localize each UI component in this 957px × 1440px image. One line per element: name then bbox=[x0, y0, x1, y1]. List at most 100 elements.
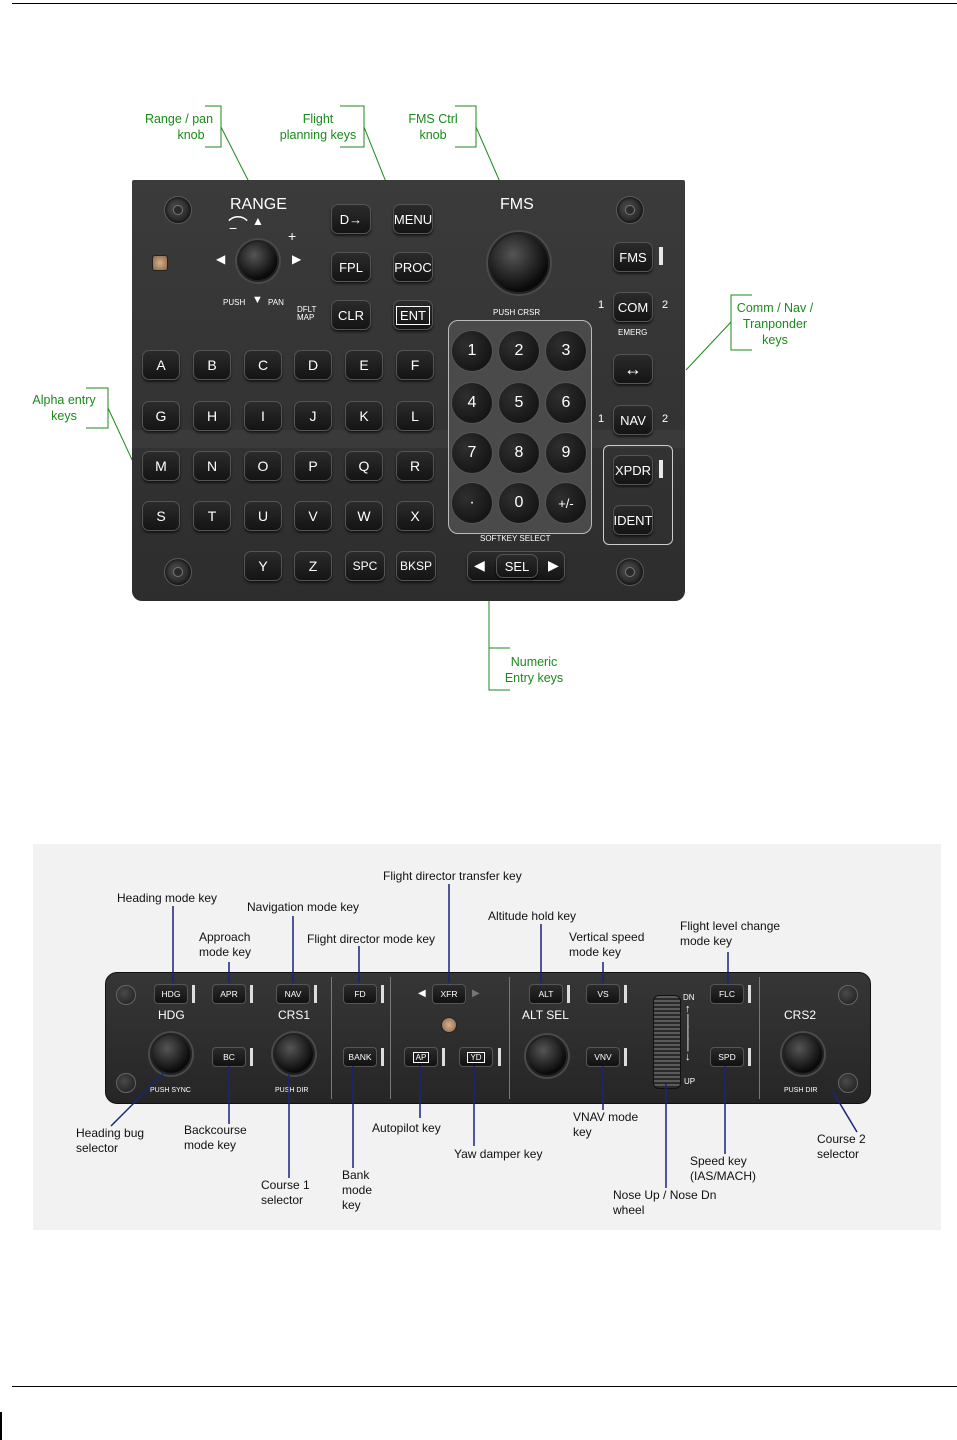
separator bbox=[390, 977, 391, 1099]
bank-mode-button[interactable]: BANK bbox=[343, 1047, 377, 1067]
direct-to-button[interactable]: D→ bbox=[331, 204, 371, 234]
alpha-key-w[interactable]: W bbox=[345, 501, 383, 531]
numeric-key-7[interactable]: 7 bbox=[451, 432, 493, 474]
alpha-key-m[interactable]: M bbox=[142, 451, 180, 481]
numeric-key-1[interactable]: 1 bbox=[451, 330, 493, 372]
vnv-mode-button[interactable]: VNV bbox=[586, 1047, 620, 1067]
clr-button[interactable]: CLR bbox=[331, 300, 371, 330]
alpha-key-n[interactable]: N bbox=[193, 451, 231, 481]
alpha-key-u[interactable]: U bbox=[244, 501, 282, 531]
frequency-swap-button[interactable]: ↔ bbox=[613, 354, 653, 384]
nav-1-label: 1 bbox=[598, 413, 605, 425]
alpha-key-s[interactable]: S bbox=[142, 501, 180, 531]
panel-screw bbox=[116, 985, 136, 1005]
hdg-title: HDG bbox=[158, 1008, 185, 1022]
alpha-key-g[interactable]: G bbox=[142, 401, 180, 431]
alpha-key-f[interactable]: F bbox=[396, 350, 434, 380]
push-dir-label-2: PUSH DIR bbox=[784, 1087, 818, 1094]
xpdr-button[interactable]: XPDR bbox=[613, 455, 653, 485]
numeric-key-decimal[interactable]: · bbox=[451, 482, 493, 524]
autopilot-controller-figure: HDG CRS1 ALT SEL CRS2 PUSH SYNC PUSH DIR… bbox=[33, 844, 941, 1230]
alpha-key-y[interactable]: Y bbox=[244, 551, 282, 581]
menu-button[interactable]: MENU bbox=[393, 204, 433, 234]
vs-mode-button[interactable]: VS bbox=[586, 984, 620, 1004]
numeric-key-6[interactable]: 6 bbox=[545, 382, 587, 424]
course-2-selector-knob[interactable] bbox=[782, 1033, 824, 1075]
heading-bug-selector-knob[interactable] bbox=[150, 1033, 192, 1075]
numeric-key-4[interactable]: 4 bbox=[451, 382, 493, 424]
push-crsr-label: PUSH CRSR bbox=[493, 308, 541, 317]
flc-mode-button[interactable]: FLC bbox=[710, 984, 744, 1004]
range-up-arrow-icon: ▲ bbox=[252, 214, 264, 228]
bc-mode-button[interactable]: BC bbox=[212, 1047, 246, 1067]
label-yaw-damper-key: Yaw damper key bbox=[454, 1147, 543, 1161]
alt-hold-button[interactable]: ALT bbox=[529, 984, 563, 1004]
label-heading-mode-key: Heading mode key bbox=[117, 891, 218, 905]
sel-button[interactable]: SEL bbox=[496, 554, 538, 578]
alpha-key-h[interactable]: H bbox=[193, 401, 231, 431]
xfr-left-arrow-icon: ◀ bbox=[418, 988, 426, 999]
proc-button[interactable]: PROC bbox=[393, 252, 433, 282]
xfr-button[interactable]: XFR bbox=[432, 984, 466, 1004]
label-fd-transfer-key: Flight director transfer key bbox=[383, 869, 522, 883]
range-pan-knob[interactable] bbox=[237, 240, 279, 282]
alpha-key-e[interactable]: E bbox=[345, 350, 383, 380]
alpha-key-j[interactable]: J bbox=[294, 401, 332, 431]
numeric-key-plus-minus[interactable]: +/- bbox=[545, 482, 587, 524]
alpha-key-z[interactable]: Z bbox=[294, 551, 332, 581]
ap-button[interactable]: AP bbox=[404, 1047, 438, 1067]
alpha-key-b[interactable]: B bbox=[193, 350, 231, 380]
alpha-key-k[interactable]: K bbox=[345, 401, 383, 431]
fpl-button[interactable]: FPL bbox=[331, 252, 371, 282]
com-1-label: 1 bbox=[598, 299, 605, 311]
altitude-select-knob[interactable] bbox=[526, 1035, 568, 1077]
alpha-key-a[interactable]: A bbox=[142, 350, 180, 380]
bksp-button[interactable]: BKSP bbox=[396, 551, 436, 581]
crs1-title: CRS1 bbox=[278, 1008, 311, 1022]
apr-mode-button[interactable]: APR bbox=[212, 984, 246, 1004]
numeric-key-3[interactable]: 3 bbox=[545, 330, 587, 372]
softkey-right-arrow-icon[interactable]: ▶ bbox=[548, 557, 559, 573]
alpha-key-r[interactable]: R bbox=[396, 451, 434, 481]
alpha-key-l[interactable]: L bbox=[396, 401, 434, 431]
alpha-key-o[interactable]: O bbox=[244, 451, 282, 481]
course-1-selector-knob[interactable] bbox=[273, 1033, 315, 1075]
yd-button[interactable]: YD bbox=[459, 1047, 493, 1067]
pan-label: PAN bbox=[268, 298, 284, 307]
page-edge-bar bbox=[0, 1412, 2, 1440]
numeric-key-5[interactable]: 5 bbox=[498, 382, 540, 424]
softkey-left-arrow-icon[interactable]: ◀ bbox=[474, 557, 485, 573]
fms-control-knob[interactable] bbox=[488, 232, 550, 294]
fms-button[interactable]: FMS bbox=[613, 242, 653, 272]
alpha-key-d[interactable]: D bbox=[294, 350, 332, 380]
spc-button[interactable]: SPC bbox=[345, 551, 385, 581]
indicator-bar bbox=[250, 985, 253, 1003]
indicator-bar bbox=[498, 1048, 501, 1066]
fd-mode-button[interactable]: FD bbox=[343, 984, 377, 1004]
spd-mode-button[interactable]: SPD bbox=[710, 1047, 744, 1067]
separator bbox=[331, 977, 332, 1099]
alpha-key-c[interactable]: C bbox=[244, 350, 282, 380]
alpha-key-p[interactable]: P bbox=[294, 451, 332, 481]
indicator-bar bbox=[567, 985, 570, 1003]
ident-button[interactable]: IDENT bbox=[613, 505, 653, 535]
numeric-key-9[interactable]: 9 bbox=[545, 432, 587, 474]
nav-mode-button[interactable]: NAV bbox=[276, 984, 310, 1004]
nav-button[interactable]: NAV bbox=[613, 405, 653, 435]
alpha-key-x[interactable]: X bbox=[396, 501, 434, 531]
nose-up-nose-dn-wheel[interactable] bbox=[653, 995, 681, 1089]
alpha-key-i[interactable]: I bbox=[244, 401, 282, 431]
alpha-key-v[interactable]: V bbox=[294, 501, 332, 531]
alpha-key-t[interactable]: T bbox=[193, 501, 231, 531]
com-button[interactable]: COM bbox=[613, 292, 653, 322]
numeric-key-8[interactable]: 8 bbox=[498, 432, 540, 474]
ent-button[interactable]: ENT bbox=[393, 300, 433, 330]
numeric-key-2[interactable]: 2 bbox=[498, 330, 540, 372]
alpha-key-q[interactable]: Q bbox=[345, 451, 383, 481]
range-minus-label: − bbox=[229, 220, 238, 236]
hdg-mode-button[interactable]: HDG bbox=[154, 984, 188, 1004]
numeric-key-0[interactable]: 0 bbox=[498, 482, 540, 524]
photocell-sensor bbox=[441, 1017, 457, 1033]
